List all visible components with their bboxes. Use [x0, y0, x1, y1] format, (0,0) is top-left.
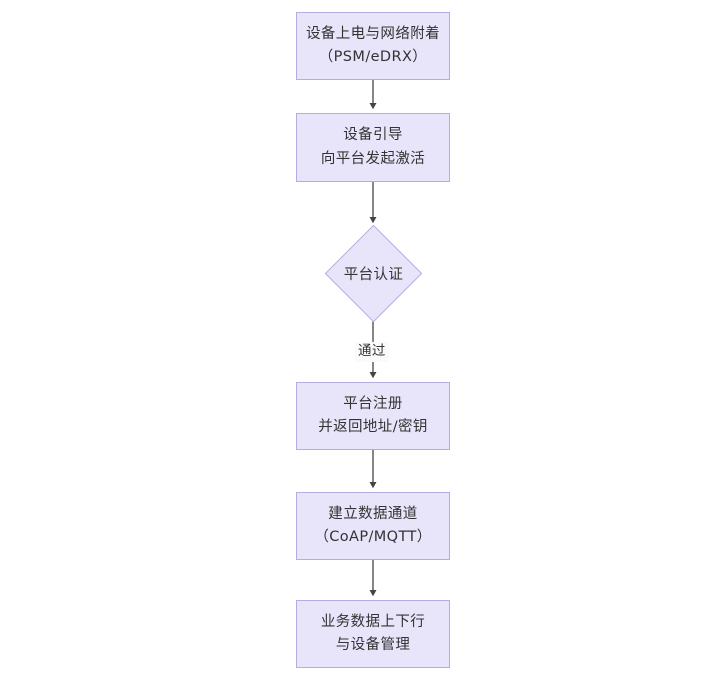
flow-node-data-channel-line2: （CoAP/MQTT）: [314, 529, 432, 545]
flow-node-platform-register[interactable]: 平台注册 并返回地址/密钥: [296, 382, 450, 450]
flow-node-business-data-line1: 业务数据上下行: [320, 613, 426, 630]
flow-node-device-bootstrap[interactable]: 设备引导 向平台发起激活: [296, 113, 450, 182]
flow-node-platform-register-line1: 平台注册: [343, 395, 403, 412]
flow-node-power-on-attach[interactable]: 设备上电与网络附着 （PSM/eDRX）: [296, 12, 450, 80]
flow-node-platform-auth[interactable]: 平台认证: [324, 224, 423, 323]
flow-node-data-channel[interactable]: 建立数据通道 （CoAP/MQTT）: [296, 492, 450, 560]
flow-node-device-bootstrap-line1: 设备引导: [343, 127, 403, 144]
flow-node-device-bootstrap-line2: 向平台发起激活: [320, 150, 426, 167]
flow-node-platform-auth-label: 平台认证: [343, 267, 404, 283]
flow-node-data-channel-line1: 建立数据通道: [328, 505, 418, 522]
flow-node-business-data[interactable]: 业务数据上下行 与设备管理: [296, 600, 450, 668]
edge-label-pass: 通过: [355, 342, 389, 362]
flow-node-platform-register-line2: 并返回地址/密钥: [318, 419, 428, 435]
flow-node-business-data-line2: 与设备管理: [335, 637, 411, 653]
flow-node-power-on-attach-line1: 设备上电与网络附着: [305, 25, 441, 42]
flow-node-power-on-attach-line2: （PSM/eDRX）: [318, 49, 428, 65]
